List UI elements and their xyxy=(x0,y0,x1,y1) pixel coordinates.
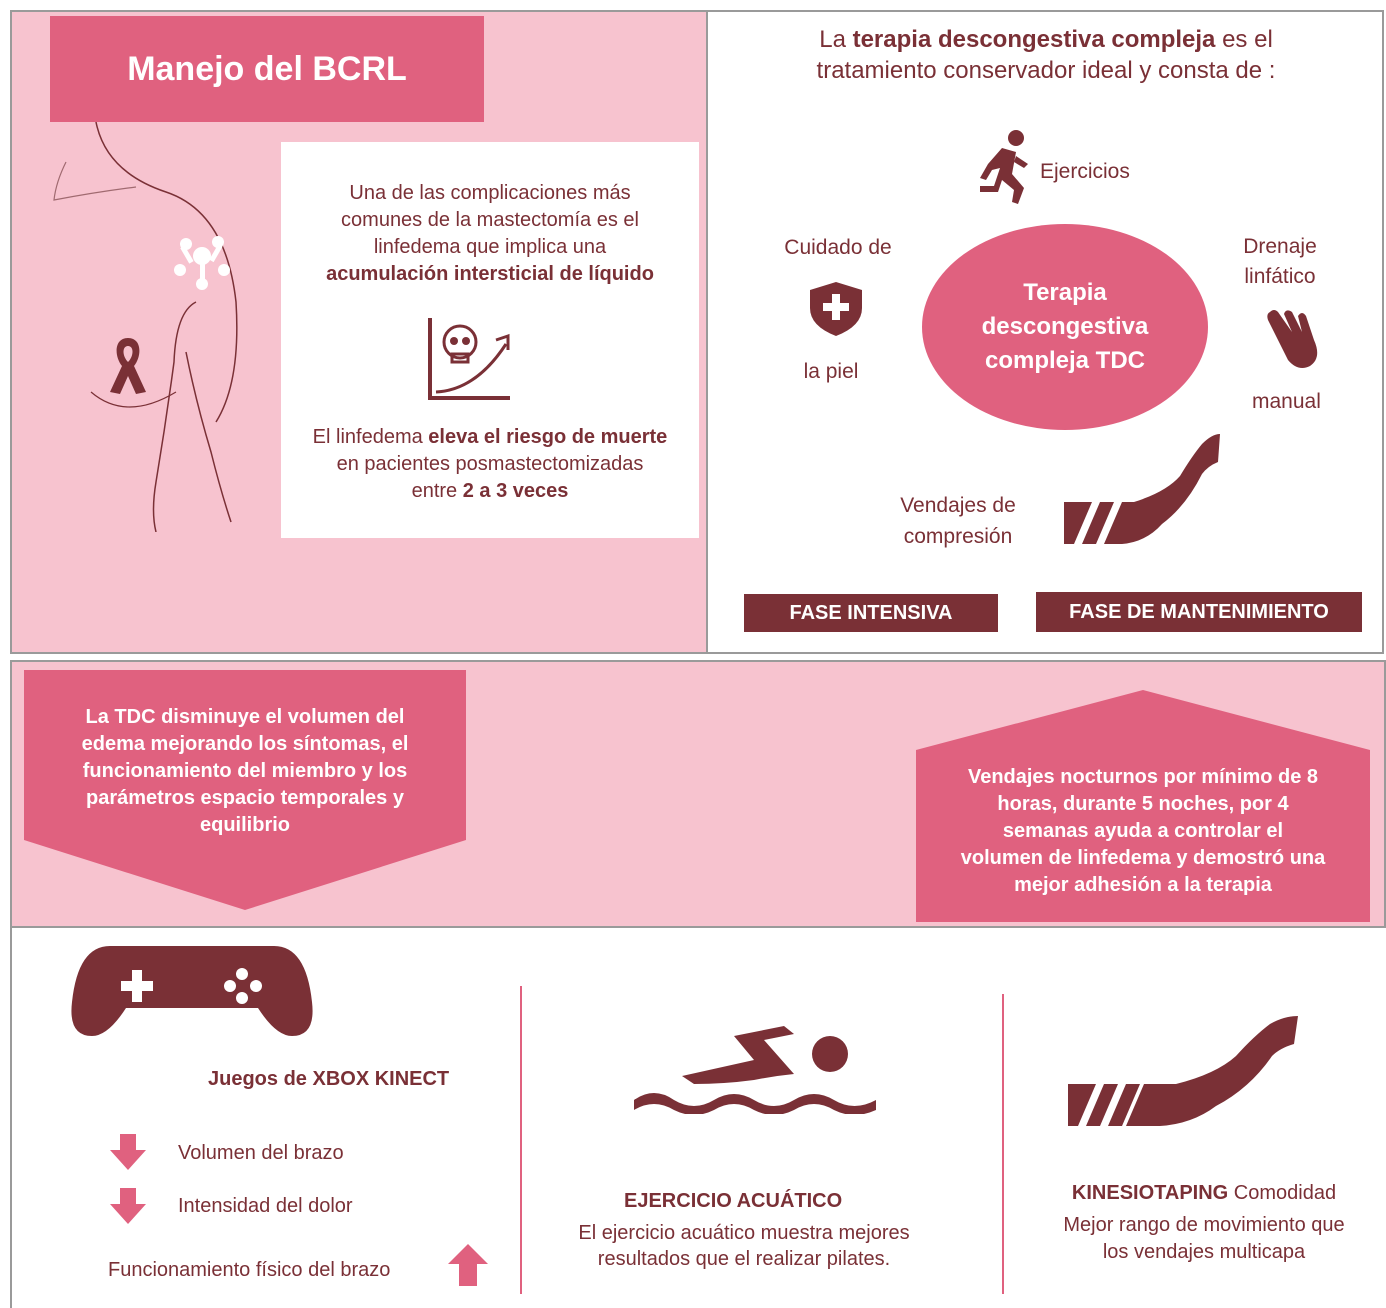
xbox-item-arm-volume: Volumen del brazo xyxy=(178,1142,344,1164)
swimmer-icon xyxy=(634,1026,876,1114)
aquatic-text: El ejercicio acuático muestra mejores re… xyxy=(578,1222,910,1270)
divider-line xyxy=(1002,994,1004,1294)
bandage-label: Vendajes de compresión xyxy=(900,494,1016,548)
complications-text: Una de las complicaciones más comunes de… xyxy=(326,182,654,285)
taped-arm-icon xyxy=(1068,1016,1298,1126)
bandaged-arm-icon xyxy=(1064,434,1220,544)
shield-plus-icon xyxy=(810,282,862,336)
aquatic-title: EJERCICIO ACUÁTICO xyxy=(624,1190,843,1212)
body-outline-illustration xyxy=(53,122,238,532)
divider-line xyxy=(520,986,522,1294)
down-arrow-icon xyxy=(110,1188,146,1224)
tdc-center-ellipse: Terapia descongestiva compleja TDC xyxy=(922,224,1208,430)
right-callout-shape xyxy=(916,690,1370,922)
exercises-label: Ejercicios xyxy=(1040,160,1130,183)
up-arrow-icon xyxy=(448,1244,488,1286)
left-callout-shape xyxy=(24,670,466,910)
cancer-ribbon-icon xyxy=(110,338,146,394)
lymph-node-icon xyxy=(174,236,230,290)
tdc-intro: La terapia descongestiva compleja es el … xyxy=(816,26,1276,84)
skin-care-label-top: Cuidado de xyxy=(784,236,892,259)
xbox-item-pain: Intensidad del dolor xyxy=(178,1195,353,1217)
page-title: Manejo del BCRL xyxy=(50,16,484,122)
left-callout-text: La TDC disminuye el volumen del edema me… xyxy=(81,706,409,836)
drainage-label-top: Drenaje linfático xyxy=(1243,235,1317,288)
phase-maintenance-button: FASE DE MANTENIMIENTO xyxy=(1036,592,1362,632)
skin-care-label-bottom: la piel xyxy=(803,360,859,383)
xbox-title: Juegos de XBOX KINECT xyxy=(208,1068,450,1090)
right-callout-text: Vendajes nocturnos por mínimo de 8 horas… xyxy=(960,766,1326,896)
game-controller-icon xyxy=(71,946,313,1036)
kinesio-text: Mejor rango de movimiento que los vendaj… xyxy=(1063,1214,1345,1263)
xbox-item-function: Funcionamiento físico del brazo xyxy=(108,1259,391,1281)
hand-icon xyxy=(1267,310,1318,368)
phase-intensive-button: FASE INTENSIVA xyxy=(744,594,998,632)
running-person-icon xyxy=(980,130,1028,204)
skull-risk-chart-icon xyxy=(428,318,510,400)
kinesio-title: KINESIOTAPING Comodidad xyxy=(1071,1182,1337,1204)
risk-text: El linfedema eleva el riesgo de muerte e… xyxy=(312,426,668,502)
complications-card xyxy=(281,142,699,538)
drainage-label-bottom: manual xyxy=(1252,390,1321,413)
down-arrow-icon xyxy=(110,1134,146,1170)
